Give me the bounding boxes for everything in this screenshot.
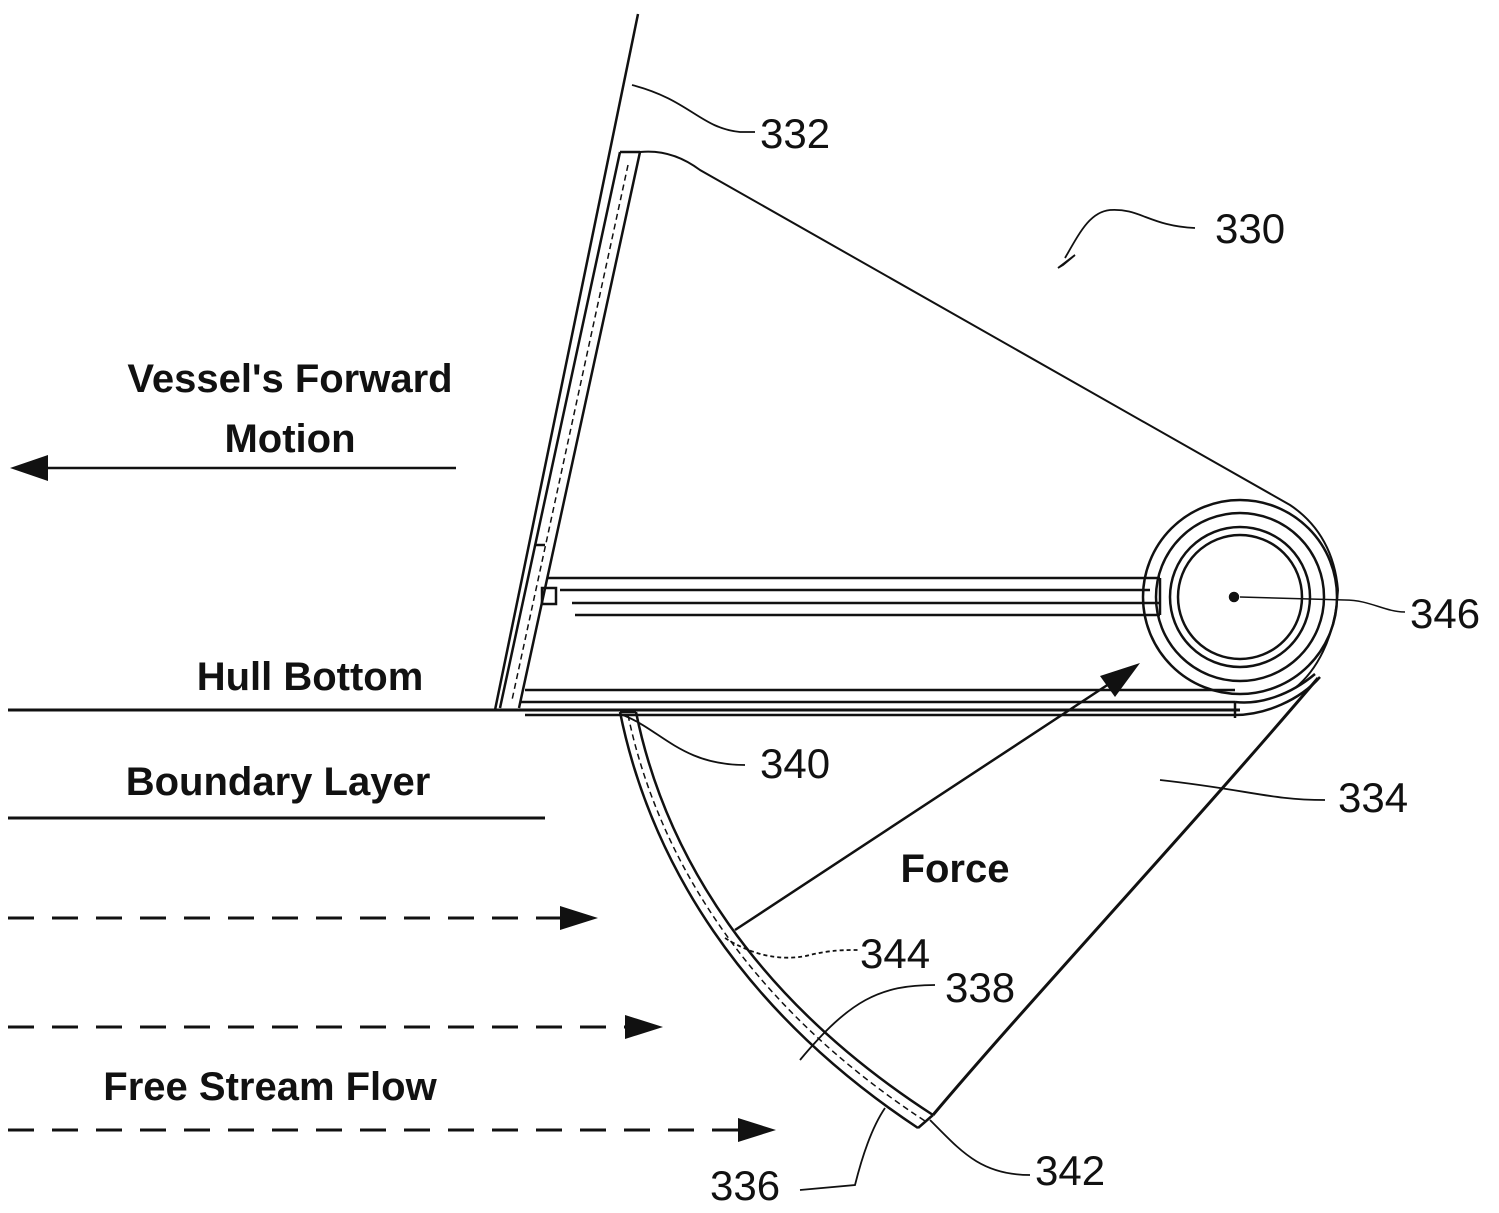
ref-330: 330 <box>1215 205 1285 252</box>
boundary-layer-label: Boundary Layer <box>126 760 431 804</box>
ref-336: 336 <box>710 1162 780 1208</box>
ref-334: 334 <box>1338 774 1408 821</box>
flow-arrow-1 <box>8 906 598 930</box>
ref-338: 338 <box>945 964 1015 1011</box>
forward-motion-label-line1: Vessel's Forward <box>127 357 452 401</box>
free-stream-label: Free Stream Flow <box>103 1065 437 1109</box>
flow-arrow-3 <box>8 1118 776 1142</box>
forward-motion-label-line2: Motion <box>224 417 355 461</box>
actuator-rod <box>542 578 1160 615</box>
ref-332: 332 <box>760 110 830 157</box>
ref-346: 346 <box>1410 590 1480 637</box>
deployed-flap <box>620 678 1318 1128</box>
hinge-assembly <box>1143 500 1405 694</box>
flow-arrow-2 <box>8 1015 663 1039</box>
transom-wall <box>495 14 640 710</box>
ref-340: 340 <box>760 740 830 787</box>
ref-342: 342 <box>1035 1147 1105 1194</box>
hull-bottom-label: Hull Bottom <box>197 655 424 699</box>
force-label: Force <box>901 847 1010 891</box>
ref-344: 344 <box>860 930 930 977</box>
